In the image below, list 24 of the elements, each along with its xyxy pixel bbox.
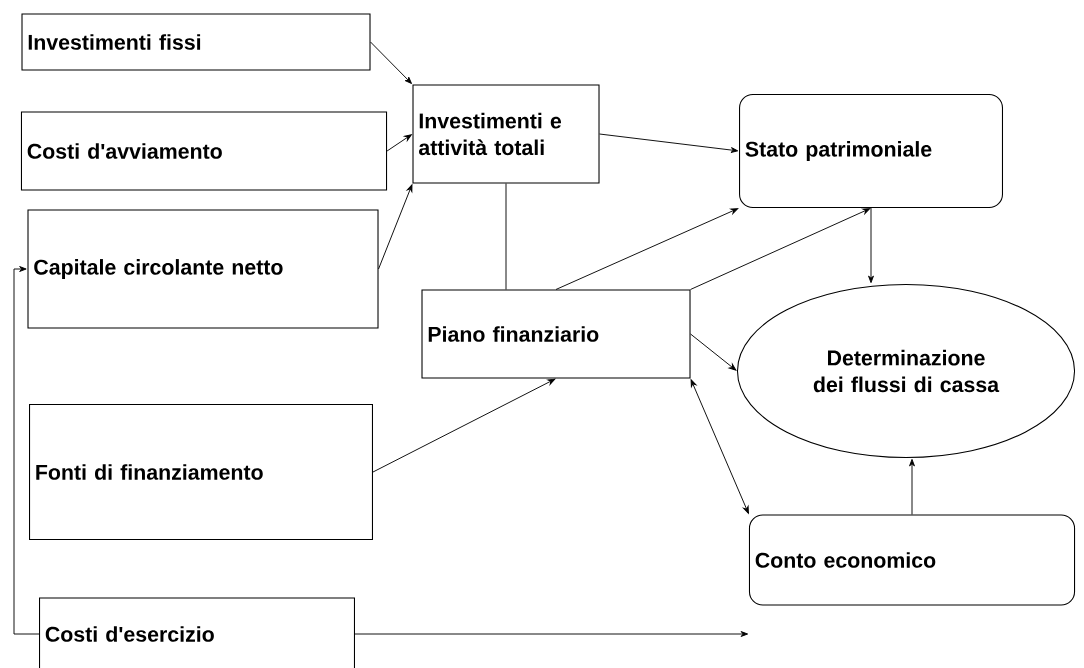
rounded-box: Conto economico [748,514,1076,606]
oval-node: Determinazione dei flussi di cassa [736,283,1076,459]
connector-line [505,183,507,290]
arrow [354,631,749,637]
arrow [868,207,874,284]
process-box: Investimenti e attività totali [412,84,600,184]
process-box: Costi d'avviamento [20,111,388,191]
arrow [909,458,915,515]
process-box: Piano finanziario [421,289,691,379]
process-box: Investimenti fissi [21,13,371,71]
arrow [386,134,412,152]
process-box: Fonti di finanziamento [29,404,373,540]
rounded-box: Stato patrimoniale [739,93,1003,209]
arrow [370,41,412,84]
arrow [690,208,871,290]
process-box: Capitale circolante netto [27,209,379,329]
arrow [13,266,40,635]
arrow [555,208,739,290]
arrow [372,378,556,473]
arrow [690,333,737,371]
process-box: Costi d'esercizio [39,597,355,668]
arrow [599,133,739,153]
arrow [690,379,749,514]
arrow [378,184,413,270]
